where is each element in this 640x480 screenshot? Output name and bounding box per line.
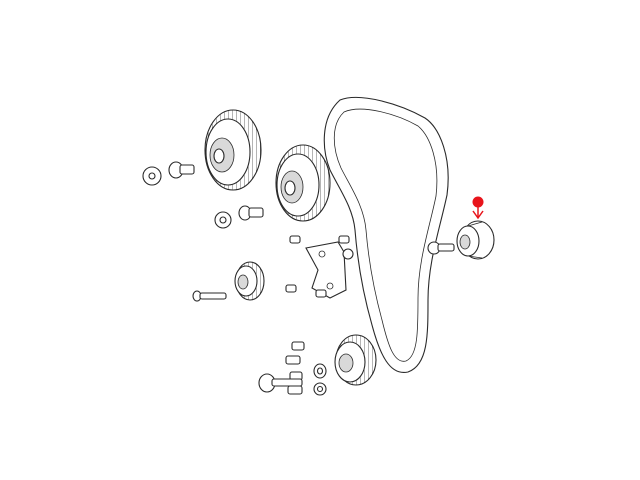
highlight-marker (472, 196, 484, 220)
timing-belt[interactable] (323, 96, 449, 373)
washer-lower-small[interactable] (313, 382, 327, 396)
lower-bolts[interactable] (285, 341, 305, 395)
bracket-bolts[interactable] (285, 235, 350, 298)
crank-bolt[interactable] (258, 373, 303, 393)
bolt-upper-left[interactable] (168, 161, 195, 179)
tensioner-bolt[interactable] (192, 290, 227, 302)
washer-middle[interactable] (214, 211, 232, 229)
idler-pulley[interactable] (456, 220, 495, 260)
bolt-middle-left[interactable] (238, 205, 264, 221)
camshaft-sprocket-left[interactable] (204, 109, 262, 191)
tensioner-pulley[interactable] (234, 261, 265, 301)
washer-upper[interactable] (142, 166, 162, 186)
idler-bolt[interactable] (427, 241, 455, 255)
washer-lower[interactable] (313, 363, 327, 379)
camshaft-sprocket-right[interactable] (275, 144, 331, 222)
crankshaft-sprocket[interactable] (334, 334, 377, 386)
rear-timing-cover-bracket[interactable] (305, 241, 354, 299)
